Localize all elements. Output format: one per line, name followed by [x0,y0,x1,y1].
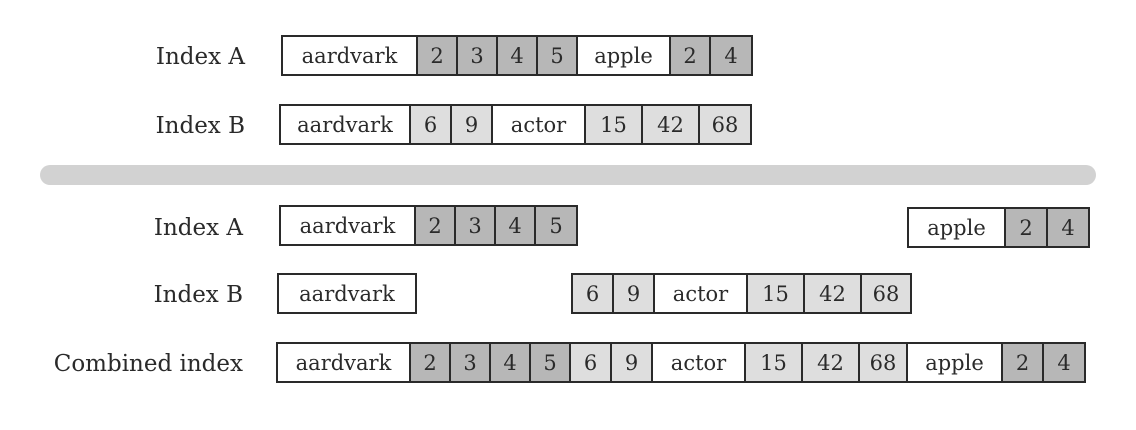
combined-index-label: Combined index [53,351,243,377]
term-cell: actor [493,106,586,143]
term-cell: apple [908,344,1003,381]
bottom-index-b-strip-1: aardvark [277,273,417,314]
posting-cell: 2 [671,37,711,74]
posting-cell: 68 [700,106,750,143]
posting-cell: 4 [1044,344,1084,381]
bottom-index-a-label: Index A [153,215,243,241]
posting-cell: 9 [452,106,493,143]
posting-cell: 3 [458,37,498,74]
posting-cell: 42 [803,344,860,381]
posting-cell: 2 [411,344,451,381]
posting-cell: 6 [573,275,614,312]
section-divider [40,165,1096,185]
posting-cell: 5 [536,207,576,244]
term-cell: aardvark [278,344,411,381]
top-index-a-label: Index A [155,44,245,70]
posting-cell: 9 [614,275,655,312]
term-cell: aardvark [281,106,411,143]
posting-cell: 5 [531,344,571,381]
posting-cell: 2 [416,207,456,244]
posting-cell: 4 [1048,209,1088,246]
posting-cell: 3 [451,344,491,381]
term-cell: actor [653,344,746,381]
posting-cell: 2 [1006,209,1048,246]
posting-cell: 15 [748,275,805,312]
posting-cell: 9 [612,344,653,381]
posting-cell: 68 [862,275,910,312]
posting-cell: 68 [860,344,908,381]
posting-cell: 5 [538,37,578,74]
posting-cell: 15 [746,344,803,381]
top-index-b-label: Index B [155,113,245,139]
posting-cell: 2 [1003,344,1044,381]
term-cell: aardvark [281,207,416,244]
posting-cell: 4 [491,344,531,381]
bottom-index-b-label: Index B [153,282,243,308]
posting-cell: 6 [411,106,452,143]
posting-cell: 42 [643,106,700,143]
term-cell: apple [578,37,671,74]
posting-cell: 4 [498,37,538,74]
term-cell: aardvark [279,275,415,312]
posting-cell: 4 [496,207,536,244]
term-cell: aardvark [283,37,418,74]
posting-cell: 42 [805,275,862,312]
posting-cell: 4 [711,37,751,74]
term-cell: apple [909,209,1006,246]
posting-cell: 2 [418,37,458,74]
posting-cell: 3 [456,207,496,244]
posting-cell: 6 [571,344,612,381]
posting-cell: 15 [586,106,643,143]
term-cell: actor [655,275,748,312]
